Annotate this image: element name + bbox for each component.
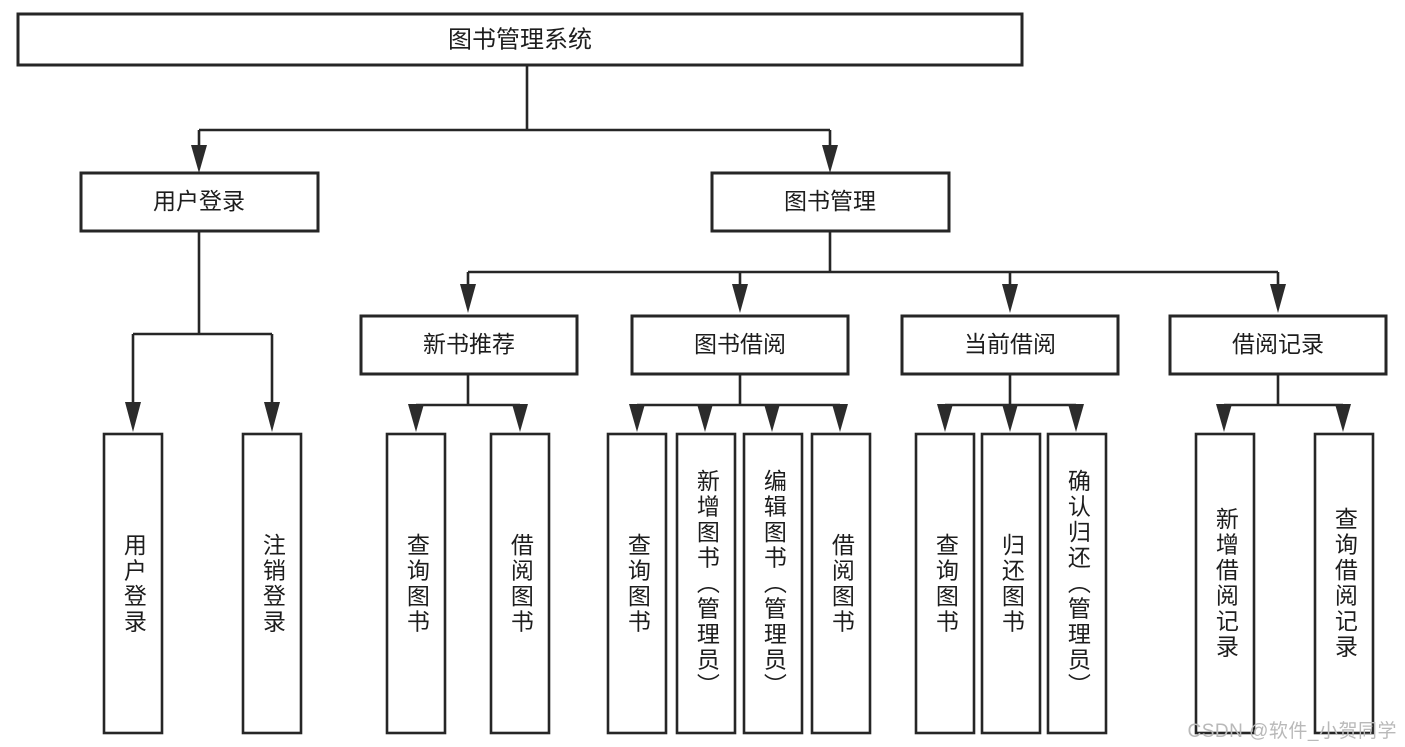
leaf-borrow-book-recommend-box[interactable]: [489, 432, 551, 735]
connector-layer: [125, 65, 1351, 432]
node-borrow-record-box[interactable]: [1168, 314, 1388, 376]
node-layer: 图书管理系统 用户登录 图书管理 新书推荐 图书借阅 当前借阅 借阅记录: [16, 12, 1388, 735]
arrow-head-icon: [125, 402, 141, 432]
node-user-login-box[interactable]: [79, 171, 320, 233]
node-user-login-label: 用户登录: [153, 188, 245, 214]
node-book-management-label: 图书管理: [784, 188, 876, 214]
arrow-head-icon: [732, 284, 748, 313]
node-book-borrow-box[interactable]: [630, 314, 850, 376]
leaf-borrow-book-box[interactable]: [810, 432, 872, 735]
arrow-head-icon: [697, 404, 713, 432]
leaf-query-book-current-box[interactable]: [914, 432, 976, 735]
leaf-confirm-return-admin-box[interactable]: [1046, 432, 1108, 735]
leaf-return-book-box[interactable]: [980, 432, 1042, 735]
leaf-add-book-admin-box[interactable]: [675, 432, 737, 735]
arrow-head-icon: [822, 145, 838, 173]
arrow-head-icon: [264, 402, 280, 432]
arrow-head-icon: [1002, 284, 1018, 313]
arrow-head-icon: [408, 404, 424, 432]
arrow-head-icon: [460, 284, 476, 313]
leaf-query-book-borrow-box[interactable]: [606, 432, 668, 735]
node-new-book-recommend-box[interactable]: [359, 314, 579, 376]
arrow-head-icon: [764, 404, 780, 432]
arrow-head-icon: [1216, 404, 1232, 432]
arrow-head-icon: [1335, 404, 1351, 432]
node-current-borrow-box[interactable]: [900, 314, 1120, 376]
arrow-head-icon: [191, 145, 207, 173]
node-root-box[interactable]: [16, 12, 1024, 67]
arrow-head-icon: [1002, 404, 1018, 432]
arrow-head-icon: [937, 404, 953, 432]
arrow-head-icon: [629, 404, 645, 432]
leaf-edit-book-admin-box[interactable]: [742, 432, 804, 735]
node-book-management-box[interactable]: [710, 171, 951, 233]
leaf-user-login-box[interactable]: [102, 432, 164, 735]
leaf-query-book-recommend-box[interactable]: [385, 432, 447, 735]
watermark-text: CSDN @软件_小贺同学: [1187, 721, 1397, 742]
arrow-head-icon: [512, 404, 528, 432]
leaf-query-borrow-record-box[interactable]: [1313, 432, 1375, 735]
leaf-add-borrow-record-box[interactable]: [1194, 432, 1256, 735]
node-current-borrow-label: 当前借阅: [964, 331, 1056, 357]
leaf-logout-box[interactable]: [241, 432, 303, 735]
node-root-label: 图书管理系统: [448, 26, 592, 53]
node-borrow-record-label: 借阅记录: [1232, 331, 1324, 357]
arrow-head-icon: [1068, 404, 1084, 432]
node-book-borrow-label: 图书借阅: [694, 331, 786, 357]
arrow-head-icon: [832, 404, 848, 432]
arrow-head-icon: [1270, 284, 1286, 313]
node-new-book-recommend-label: 新书推荐: [423, 331, 515, 357]
